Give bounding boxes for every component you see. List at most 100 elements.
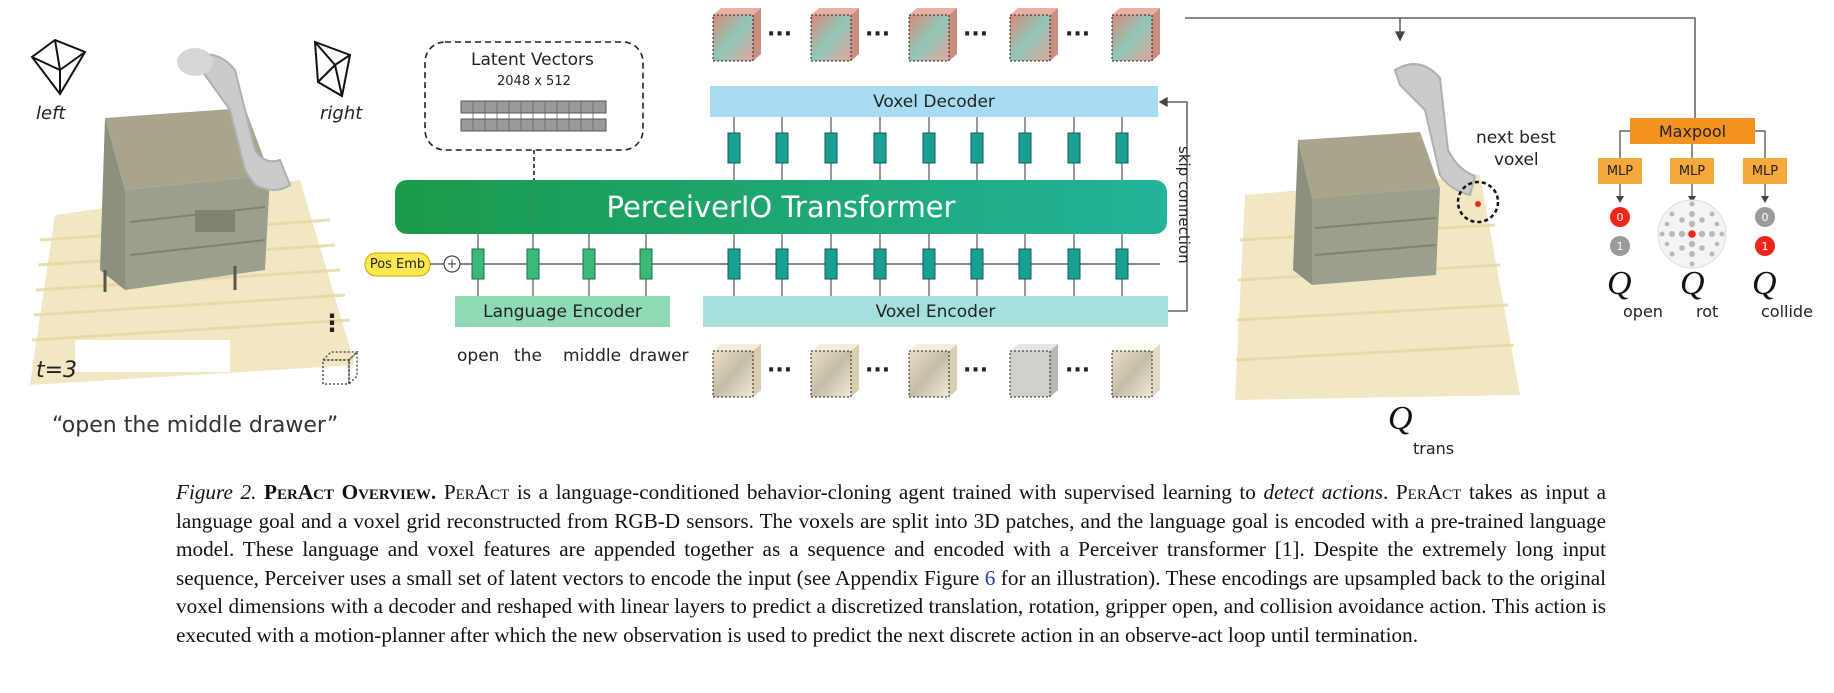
token-vox-out-2 — [775, 132, 789, 164]
voxel-decoder-box — [710, 86, 1158, 117]
latent-vectors-title: Latent Vectors — [471, 50, 594, 70]
ellipsis-bottom-3: ··· — [963, 358, 989, 383]
output-voxel-patches — [712, 8, 1160, 62]
figure-caption: Figure 2. PerAct Overview. PerAct is a l… — [176, 478, 1606, 649]
token-vox-in-8 — [1067, 248, 1081, 280]
camera-left-label: left — [36, 103, 66, 124]
token-vox-in-9 — [1115, 248, 1129, 280]
ellipsis-top-3: ··· — [963, 22, 989, 47]
token-lang-1 — [471, 248, 485, 280]
next-best-label-2: voxel — [1494, 150, 1539, 170]
in-patch-2 — [810, 344, 859, 398]
token-lang-4 — [639, 248, 653, 280]
token-vox-in-5 — [922, 248, 936, 280]
figure-graphics — [30, 8, 1787, 400]
latent-bar-2 — [460, 118, 607, 132]
ellipsis-top-1: ··· — [767, 22, 793, 47]
open-bit-0-label: 0 — [1616, 210, 1624, 224]
voxel-decoder-label: Voxel Decoder — [873, 91, 995, 112]
instruction-word-3: middle — [563, 346, 622, 366]
voxel-encoder-label: Voxel Encoder — [875, 301, 996, 322]
in-patch-1 — [712, 344, 761, 398]
language-encoder-box — [455, 296, 670, 327]
collide-bit-0-label: 0 — [1761, 210, 1769, 224]
q-open-symbol: Q — [1607, 265, 1632, 302]
token-vox-in-4 — [873, 248, 887, 280]
left-scene — [30, 38, 359, 386]
ellipsis-bottom-2: ··· — [865, 358, 891, 383]
ellipsis-bottom-1: ··· — [767, 358, 793, 383]
scene-instruction: “open the middle drawer” — [52, 413, 339, 438]
q-trans-symbol: Q — [1388, 400, 1413, 437]
instruction-word-4: drawer — [629, 346, 689, 366]
caption-text-4: for an illustration). These encodings ar… — [176, 565, 1606, 647]
language-tokens — [471, 234, 653, 296]
token-vox-out-6 — [970, 132, 984, 164]
token-vox-out-4 — [873, 132, 887, 164]
caption-name-2: PerAct — [1395, 480, 1462, 504]
caption-figure-ref[interactable]: 6 — [984, 565, 996, 590]
token-vox-in-7 — [1018, 248, 1032, 280]
out-patch-1 — [712, 8, 761, 62]
mlp-collide-label: MLP — [1751, 163, 1779, 179]
top-connector — [1185, 17, 1696, 118]
rotation-sphere-icon — [1657, 199, 1727, 269]
voxel-input-tokens — [727, 234, 1129, 296]
mlp-box-open — [1598, 158, 1642, 184]
token-lang-3 — [582, 248, 596, 280]
caption-text-1: is a language-conditioned behavior-cloni… — [509, 480, 1264, 504]
small-voxel-cube-icon — [321, 350, 359, 386]
out-patch-5 — [1111, 8, 1160, 62]
scene-white-patch — [75, 340, 230, 372]
next-best-voxel-marker — [1456, 180, 1500, 224]
token-vox-out-7 — [1018, 132, 1032, 164]
cabinet-side — [125, 175, 270, 290]
skip-connection-label: skip connection — [1175, 146, 1193, 264]
collide-bit-1 — [1755, 236, 1775, 256]
mlp-rot-label: MLP — [1678, 163, 1706, 179]
voxel-encoder-box — [703, 296, 1168, 327]
pos-emb-label: Pos Emb — [369, 257, 426, 272]
in-patch-4 — [1009, 344, 1058, 398]
q-collide-sub: collide — [1761, 302, 1813, 321]
timestep-label: t=3 — [36, 358, 78, 383]
maxpool-box — [1630, 118, 1755, 144]
action-heads — [1598, 118, 1787, 269]
mlp-box-rot — [1670, 158, 1714, 184]
caption-text-3: takes as input a language goal and a vox… — [176, 480, 1606, 590]
q-rot-sub: rot — [1696, 302, 1719, 321]
voxel-output-tokens — [727, 117, 1129, 180]
vertical-dots: ⋮ — [320, 309, 344, 337]
robot-arm — [183, 53, 292, 191]
cabinet-top — [105, 108, 270, 190]
caption-text-2: . — [1382, 480, 1396, 504]
cabinet-front — [100, 118, 125, 290]
collide-bit-0 — [1755, 207, 1775, 227]
token-vox-out-9 — [1115, 132, 1129, 164]
token-vox-in-6 — [970, 248, 984, 280]
token-vox-in-3 — [824, 248, 838, 280]
in-patch-5 — [1111, 344, 1160, 398]
transformer-label: PerceiverIO Transformer — [606, 190, 956, 224]
open-bit-1-label: 1 — [1616, 239, 1624, 253]
latent-vectors-box — [424, 41, 644, 180]
open-bit-1 — [1610, 236, 1630, 256]
token-vox-out-1 — [727, 132, 741, 164]
transformer-block — [395, 180, 1167, 234]
language-encoder-label: Language Encoder — [483, 301, 642, 322]
figure-2: left right t=3 “open the middle drawer” … — [30, 8, 1813, 458]
q-open-sub: open — [1623, 302, 1663, 321]
out-patch-4 — [1009, 8, 1058, 62]
right-scene — [1235, 63, 1520, 400]
token-lang-2 — [526, 248, 540, 280]
plus-symbol: + — [446, 256, 458, 272]
caption-emphasis: detect actions — [1263, 480, 1383, 504]
instruction-word-1: open — [457, 346, 500, 366]
q-trans-sub: trans — [1413, 439, 1455, 458]
camera-right-label: right — [320, 103, 363, 124]
token-vox-out-3 — [824, 132, 838, 164]
latent-vectors-size: 2048 x 512 — [497, 74, 571, 89]
mlp-open-label: MLP — [1606, 163, 1634, 179]
ellipsis-bottom-4: ··· — [1065, 358, 1091, 383]
latent-bar-1 — [460, 100, 607, 114]
